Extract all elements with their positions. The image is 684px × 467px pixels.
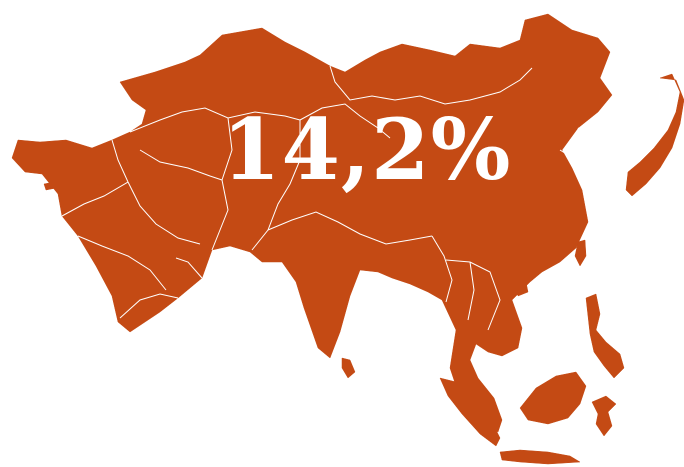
border-line xyxy=(577,127,601,151)
border-line xyxy=(139,149,223,181)
taiwan xyxy=(574,239,587,267)
cyprus xyxy=(43,181,57,191)
border-line xyxy=(61,181,129,217)
border-line xyxy=(559,145,613,161)
border-line xyxy=(119,293,179,319)
border-line xyxy=(329,65,533,105)
country-borders xyxy=(61,65,613,331)
border-line xyxy=(267,211,433,245)
stat-percentage: 14,2% xyxy=(222,100,512,199)
sumatra xyxy=(439,377,501,447)
border-line xyxy=(467,261,475,321)
philippines xyxy=(585,293,625,379)
border-line xyxy=(175,257,203,279)
hainan xyxy=(515,281,529,297)
border-line xyxy=(129,107,301,133)
border-line xyxy=(299,103,391,139)
sri-lanka xyxy=(341,357,356,379)
mainland-asia xyxy=(11,13,613,433)
border-line xyxy=(111,139,201,245)
japan xyxy=(625,73,684,197)
border-line xyxy=(251,120,301,251)
java xyxy=(499,449,581,465)
sulawesi xyxy=(591,395,617,437)
border-line xyxy=(431,235,453,303)
borneo xyxy=(519,371,587,425)
border-line xyxy=(445,259,501,331)
asia-landmass xyxy=(11,13,684,465)
border-line xyxy=(77,235,167,291)
